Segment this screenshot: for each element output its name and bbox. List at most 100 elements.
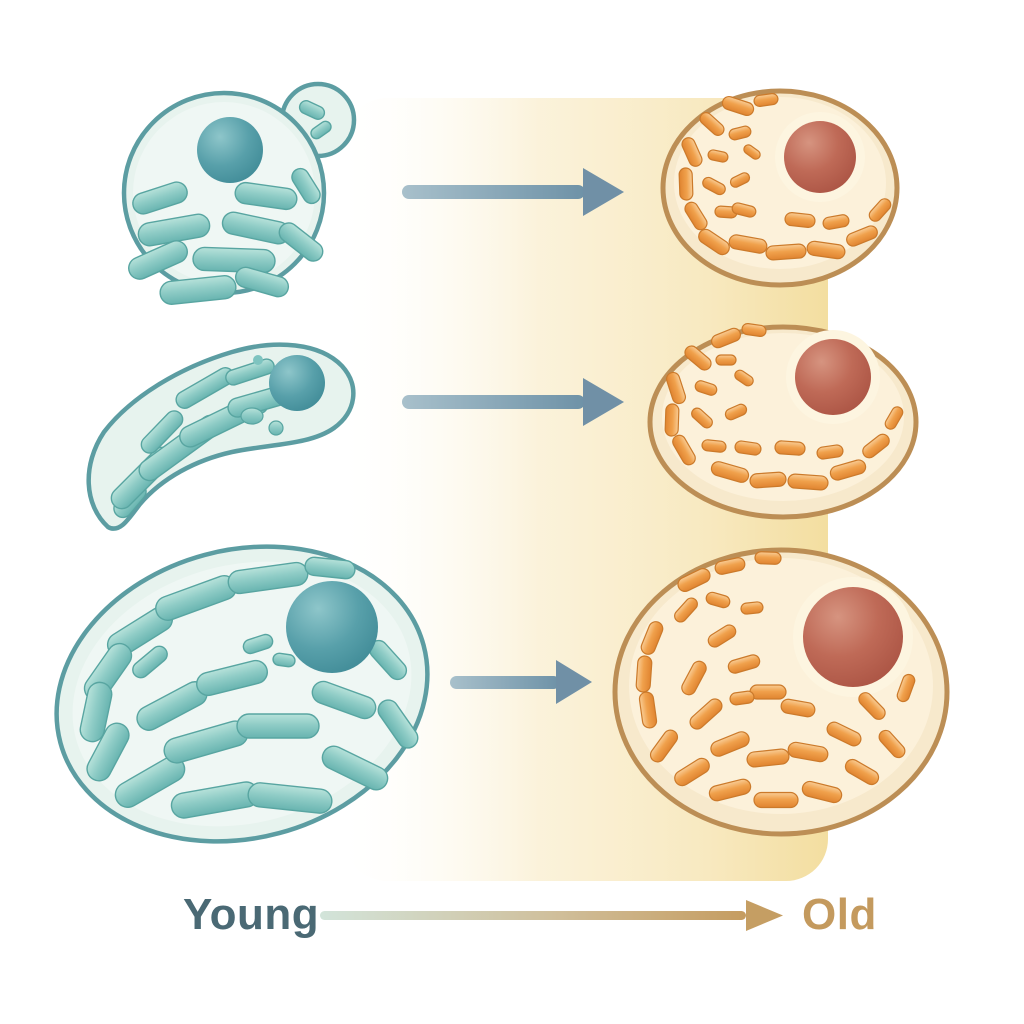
fragment: [806, 240, 846, 260]
fragment: [674, 597, 698, 623]
fragment: [678, 167, 694, 201]
fragment: [677, 568, 711, 592]
fragment: [702, 176, 726, 196]
mitochondrion: [321, 745, 389, 791]
fragment: [728, 125, 752, 141]
fragment: [694, 380, 718, 396]
mitochondrion: [140, 410, 184, 454]
fragment: [743, 144, 761, 160]
fragment: [740, 601, 764, 615]
fragment: [714, 557, 746, 575]
blob: [253, 355, 263, 365]
legend-arrow-shaft: [320, 911, 746, 920]
old-cell-1: [660, 88, 900, 288]
fragment: [753, 92, 779, 108]
fragment: [684, 345, 712, 371]
fragment: [780, 698, 816, 718]
nucleus: [795, 339, 871, 415]
mitochondrion: [225, 358, 275, 386]
legend: Young Old: [183, 890, 877, 939]
fragment: [635, 655, 653, 693]
mitochondrion: [272, 652, 296, 668]
fragment: [749, 471, 787, 489]
transition-arrow-1: [402, 168, 624, 216]
young-cell-3-mitochondria: [79, 556, 419, 819]
fragment: [734, 440, 762, 456]
fragment: [801, 780, 843, 804]
young-cell-1: [121, 81, 357, 305]
mitochondrion: [278, 222, 324, 262]
fragment: [878, 729, 906, 759]
fragment: [698, 228, 730, 256]
fragment: [787, 473, 829, 491]
mitochondrion: [304, 556, 356, 580]
fragment: [729, 172, 751, 188]
fragment: [672, 434, 696, 466]
blob: [268, 420, 284, 436]
fragment: [707, 149, 729, 163]
mitochondrion: [247, 782, 333, 814]
blob: [240, 407, 264, 425]
mitochondrion: [310, 120, 332, 140]
old-cell-3-fragments: [635, 551, 916, 809]
fragment: [816, 444, 844, 460]
nucleus: [197, 117, 263, 183]
fragment: [862, 433, 890, 459]
fragment: [741, 322, 767, 338]
fragment: [822, 214, 850, 230]
fragment: [681, 137, 703, 167]
fragment: [829, 459, 867, 481]
young-label: Young: [183, 890, 319, 939]
mitochondrion: [132, 645, 168, 679]
fragment: [724, 403, 748, 421]
fragment: [746, 748, 790, 768]
fragment: [729, 690, 755, 706]
fragment: [754, 551, 782, 565]
legend-arrow-head: [746, 900, 783, 931]
fragment: [784, 212, 816, 228]
bud-organelles: [298, 100, 332, 140]
mitochondrion: [236, 713, 320, 739]
mitochondrion: [86, 722, 130, 782]
mitochondrion: [132, 181, 188, 215]
fragment: [674, 757, 710, 787]
old-cell-1-fragments: [678, 92, 892, 261]
mitochondrion: [298, 100, 326, 120]
fragment: [689, 698, 723, 730]
fragment: [896, 673, 916, 703]
fragment: [681, 660, 707, 696]
fragment: [705, 591, 731, 609]
nucleus: [784, 121, 856, 193]
fragment: [858, 692, 886, 720]
mitochondrion: [196, 659, 268, 697]
fragment: [753, 791, 799, 809]
mitochondrion: [79, 681, 113, 743]
fragment: [765, 243, 807, 261]
arrow-head: [583, 378, 624, 426]
fragment: [649, 729, 679, 763]
fragment: [691, 407, 713, 429]
transition-arrow-3: [450, 660, 592, 704]
fragment: [715, 354, 737, 366]
young-cell-2: [86, 342, 356, 531]
fragment: [826, 721, 862, 747]
old-cell-2: [647, 322, 919, 520]
mitochondrion: [128, 240, 188, 280]
fragment: [721, 95, 755, 117]
mitochondrion: [114, 756, 186, 808]
fragment: [710, 461, 750, 483]
nucleus: [269, 355, 325, 411]
mitochondrion: [192, 246, 276, 274]
mitochondrion: [234, 181, 298, 211]
old-label: Old: [802, 890, 877, 939]
fragment: [749, 684, 787, 700]
young-cell-1-mitochondria: [128, 167, 324, 305]
fragment: [787, 741, 829, 763]
nucleus: [286, 581, 378, 673]
fragment: [664, 403, 680, 437]
fragment: [731, 202, 757, 218]
mitochondrion: [242, 633, 274, 655]
fragment: [734, 369, 754, 387]
row-3: [54, 544, 950, 844]
